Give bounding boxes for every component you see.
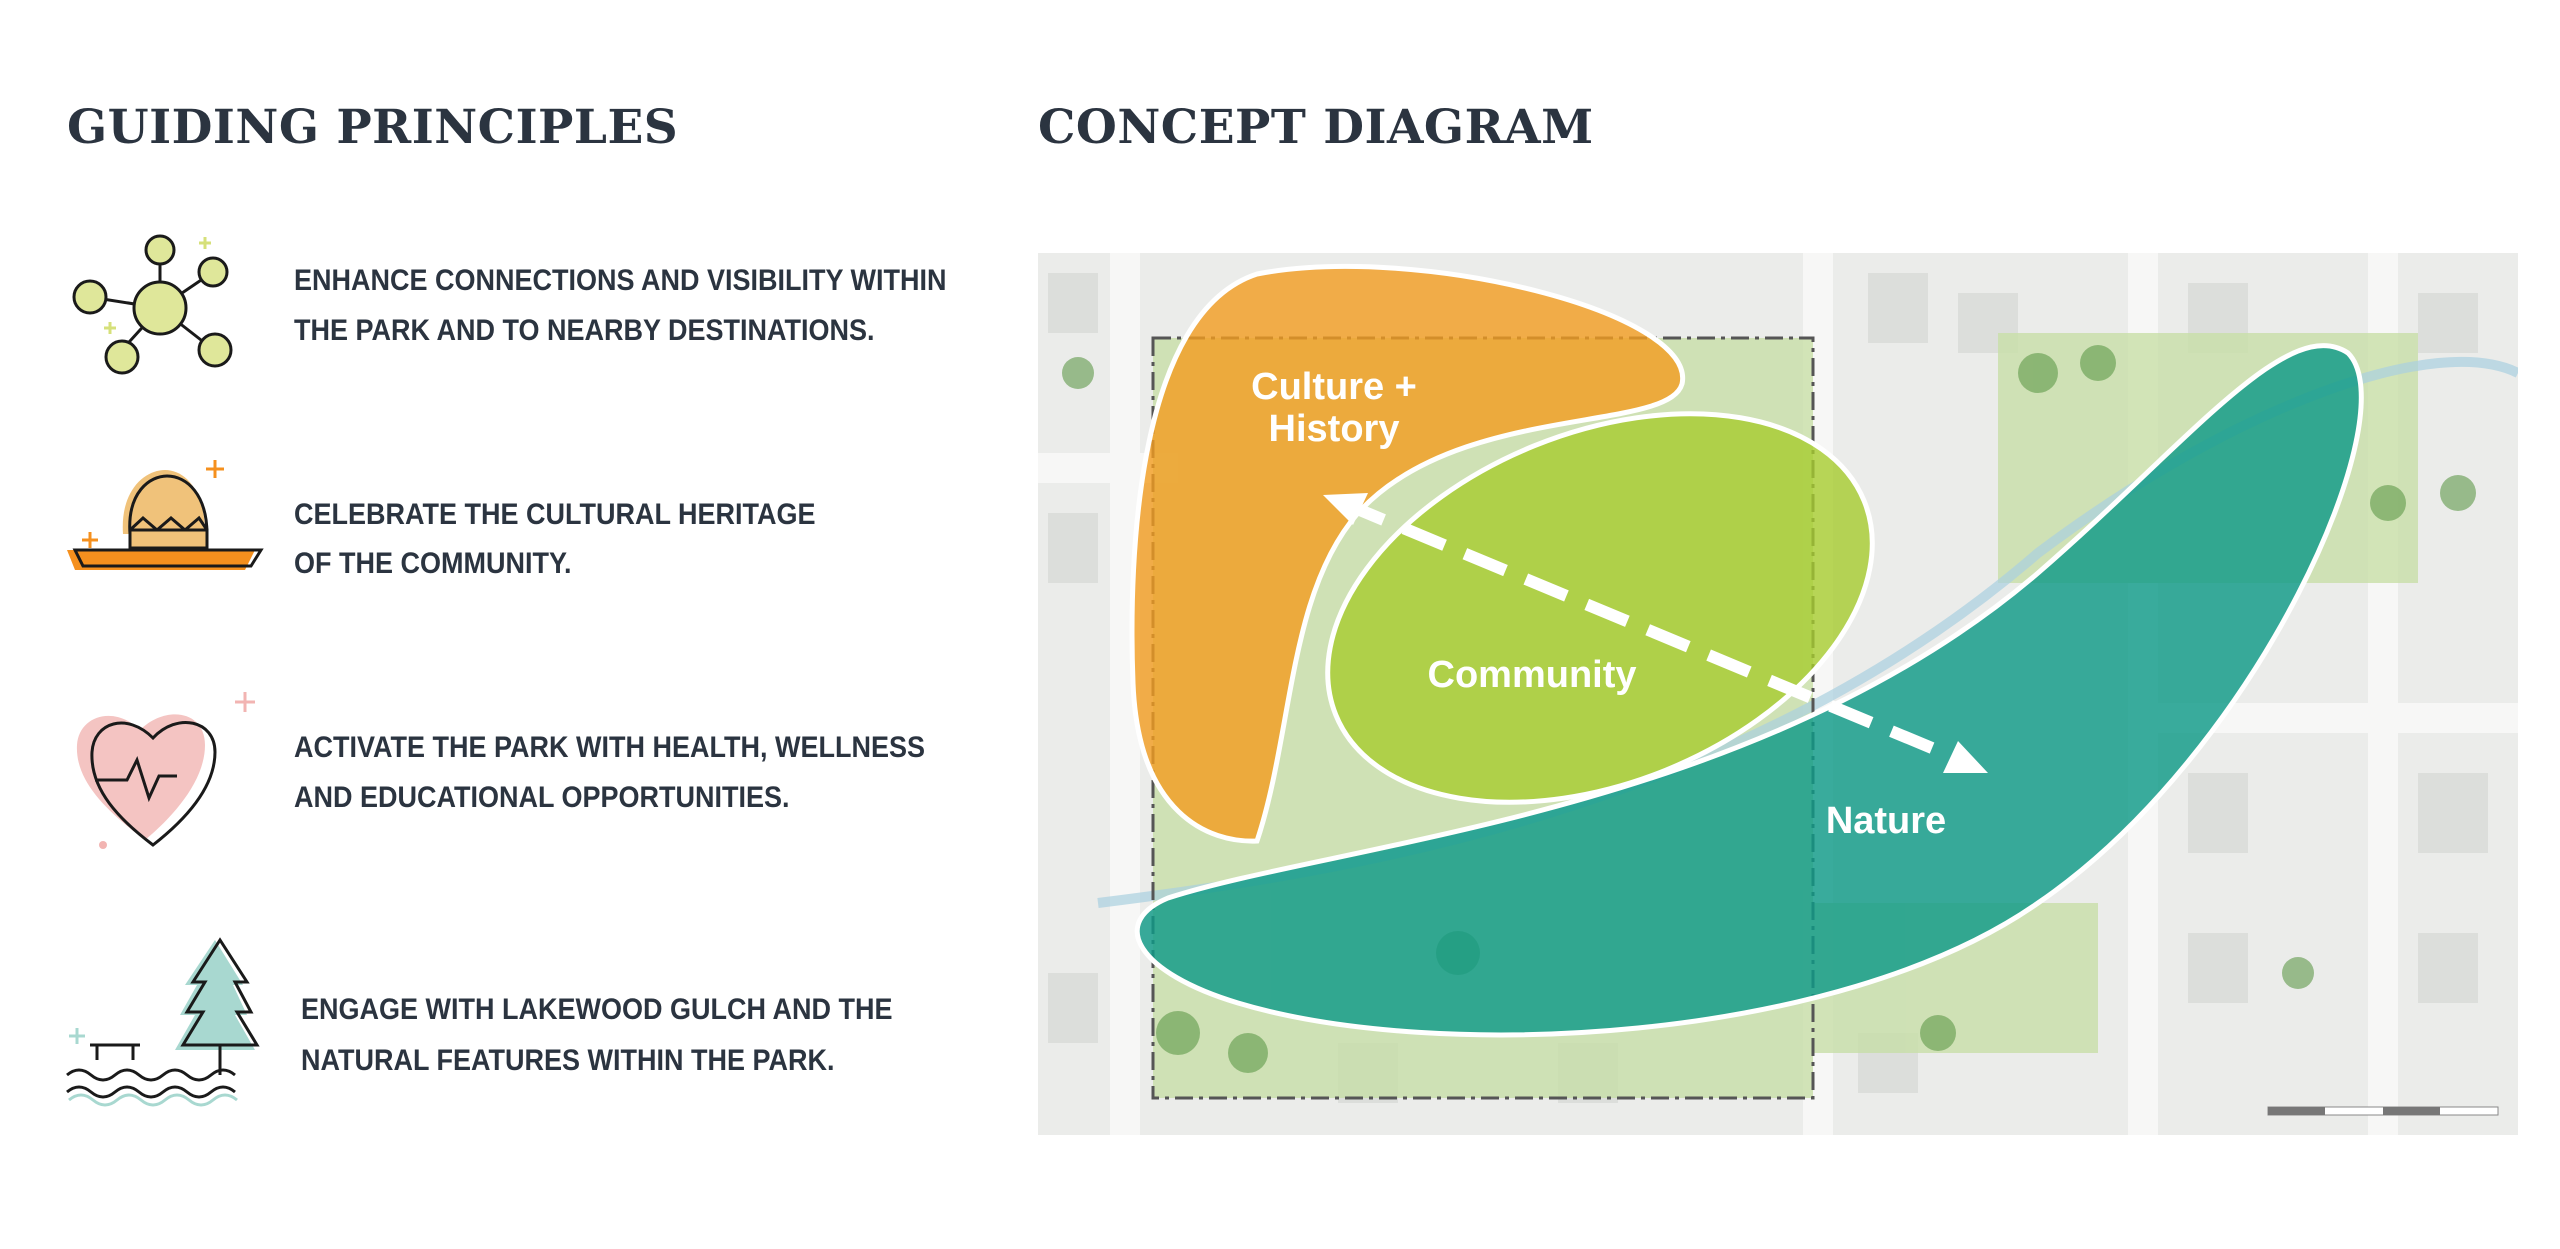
principle-connections: ENHANCE CONNECTIONS AND VISIBILITY WITHI… [65,222,1005,422]
principle-text-line: NATURAL FEATURES WITHIN THE PARK. [301,1044,835,1077]
nature-label: Nature [1826,800,1946,842]
cracked-egg-heritage-icon [67,460,264,570]
principle-text-line: ENHANCE CONNECTIONS AND VISIBILITY WITHI… [294,264,947,297]
tree-water-icon [66,937,260,1107]
principle-nature: ENGAGE WITH LAKEWOOD GULCH AND THE NATUR… [65,930,1005,1130]
principle-heritage: CELEBRATE THE CULTURAL HERITAGE OF THE C… [65,450,1005,650]
history-label: History [1269,408,1400,450]
culture-label: Culture + [1251,366,1417,408]
arrowhead-right-icon [1943,741,1988,773]
nature-zone [1134,343,2364,1038]
principle-text-line: ACTIVATE THE PARK WITH HEALTH, WELLNESS [294,731,925,764]
trees [1062,345,2476,1073]
principle-text-line: THE PARK AND TO NEARBY DESTINATIONS. [294,314,875,347]
principle-text-line: OF THE COMMUNITY. [294,547,572,580]
guiding-principles-title: GUIDING PRINCIPLES [67,100,679,155]
community-label: Community [1428,654,1637,696]
culture-history-zone [1129,263,1685,844]
arrowhead-left-icon [1323,493,1368,525]
heart-pulse-icon [76,692,255,849]
principle-text-line: CELEBRATE THE CULTURAL HERITAGE [294,498,816,531]
principle-text-line: AND EDUCATIONAL OPPORTUNITIES. [294,781,790,814]
scale-bar [2267,1106,2499,1116]
connection-arrow [1323,493,1988,773]
concept-diagram-title: CONCEPT DIAGRAM [1038,100,1594,155]
network-nodes-icon [72,234,233,375]
concept-diagram-map: Culture + History Community Nature [1038,253,2518,1135]
principle-text-line: ENGAGE WITH LAKEWOOD GULCH AND THE [301,993,893,1026]
principle-health: ACTIVATE THE PARK WITH HEALTH, WELLNESS … [65,680,1005,880]
